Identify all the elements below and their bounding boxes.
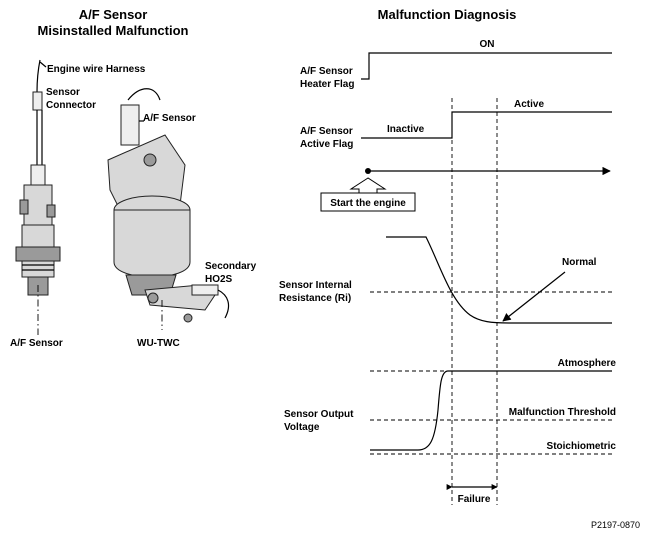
start-engine-callout-arrow [349, 177, 387, 194]
wu-twc-label: WU-TWC [137, 338, 180, 349]
figure-code: P2197-0870 [591, 520, 640, 530]
manifold-bolt [143, 153, 157, 167]
voltage-curve [370, 370, 612, 451]
secondary-ho2s-wire [217, 289, 230, 319]
voltage-label-line2: Voltage [284, 422, 320, 433]
left-panel: A/F Sensor Misinstalled Malfunction Engi… [10, 7, 257, 349]
harness-leader [39, 61, 47, 68]
engine-wire-harness-label: Engine wire Harness [47, 64, 146, 75]
right-panel: Malfunction Diagnosis A/F Sensor Heater … [279, 7, 616, 505]
resistance-curve [386, 236, 612, 324]
inactive-label: Inactive [387, 124, 425, 135]
sensor-hex-nut [15, 246, 61, 262]
normal-pointer-arrow [502, 271, 566, 322]
start-engine-label: Start the engine [330, 198, 406, 209]
resistance-label-line2: Resistance (Ri) [279, 293, 351, 304]
harness-wire-top [36, 59, 41, 93]
failure-label: Failure [458, 494, 491, 505]
sensor-clip-left [19, 199, 29, 215]
wu-twc-illustration [107, 88, 230, 330]
active-label: Active [514, 99, 544, 110]
atmosphere-label: Atmosphere [558, 358, 617, 369]
sensor-connector-body [32, 91, 43, 111]
left-title-line1: A/F Sensor [79, 7, 148, 22]
start-engine-box [320, 192, 416, 212]
sensor-cable-sleeve [30, 164, 46, 186]
af-sensor-manifold-label: A/F Sensor [143, 113, 196, 124]
secondary-ho2s-label-line1: Secondary [205, 261, 257, 272]
sensor-mid-body [21, 224, 55, 248]
heater-flag-label-line2: Heater Flag [300, 79, 354, 90]
heater-on-label: ON [480, 39, 495, 50]
sensor-connector-label-line1: Sensor [46, 87, 80, 98]
secondary-ho2s-label-line2: HO2S [205, 274, 233, 285]
stoichiometric-label: Stoichiometric [547, 441, 617, 452]
voltage-label-line1: Sensor Output [284, 409, 354, 420]
active-flag-label-line2: Active Flag [300, 139, 353, 150]
resistance-label-line1: Sensor Internal [279, 280, 352, 291]
converter-body [113, 209, 191, 278]
right-title: Malfunction Diagnosis [378, 7, 517, 22]
outlet-bolt-1 [147, 292, 159, 304]
heater-flag-label-line1: A/F Sensor [300, 66, 353, 77]
standalone-af-sensor-illustration [15, 59, 61, 335]
active-flag-label-line1: A/F Sensor [300, 126, 353, 137]
manifold-sensor-wire [127, 88, 161, 101]
heater-flag-trace [361, 52, 612, 80]
malfunction-threshold-label: Malfunction Threshold [509, 407, 616, 418]
left-title-line2: Misinstalled Malfunction [38, 23, 189, 38]
sensor-thread [21, 260, 55, 278]
outlet-bolt-2 [183, 313, 193, 323]
sensor-clip-right [46, 204, 56, 218]
sensor-connector-label-line2: Connector [46, 100, 96, 111]
secondary-ho2s-body [191, 284, 219, 296]
active-flag-trace [361, 111, 612, 139]
normal-label: Normal [562, 257, 597, 268]
manifold-af-sensor [120, 104, 140, 146]
af-sensor-bottom-label: A/F Sensor [10, 338, 63, 349]
